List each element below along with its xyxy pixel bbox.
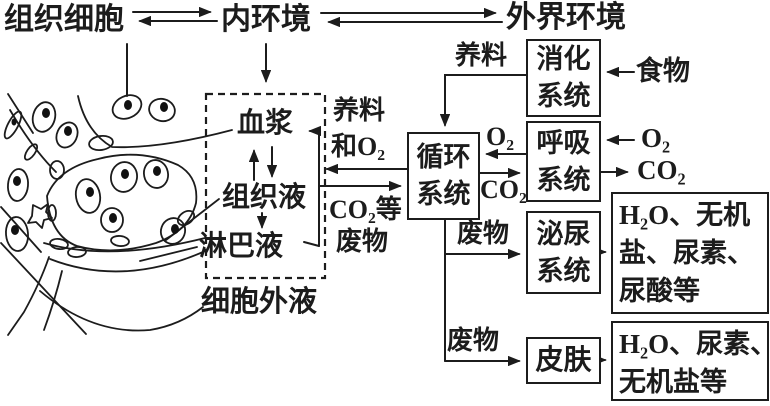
- cell-nucleus: [109, 213, 117, 223]
- small-oval: [67, 246, 87, 258]
- vessel-line: [43, 237, 206, 253]
- cell-nucleus: [11, 225, 19, 235]
- cell-nucleus: [64, 126, 72, 136]
- tissue-stroke: [0, 206, 42, 253]
- cell-nucleus: [86, 187, 94, 197]
- tissue-stroke: [0, 242, 87, 335]
- circulatory-line1: 循环: [416, 142, 471, 172]
- cell: [55, 121, 79, 149]
- arrow-nutrients-digestive-to-circulatory: [439, 74, 527, 127]
- cell-nucleus: [42, 108, 50, 118]
- leader-line-lymph: [139, 246, 198, 262]
- tissue-illustration: [0, 93, 233, 336]
- label-external-env: 外界环境: [506, 1, 626, 34]
- label-lymph: 淋巴液: [199, 231, 284, 262]
- skin-label: 皮肤: [535, 345, 592, 376]
- circulatory-system-box: 循环 系统: [407, 132, 480, 220]
- label-co2-waste-line2: 废物: [336, 227, 389, 256]
- digestive-line2: 系统: [536, 81, 591, 111]
- vessel-line: [39, 290, 204, 332]
- label-o2-to-circulatory: O₂: [486, 122, 515, 151]
- circulatory-line2: 系统: [416, 179, 471, 209]
- small-oval: [110, 235, 130, 247]
- small-oval: [23, 143, 39, 161]
- label-waste-to-skin: 废物: [447, 326, 500, 355]
- skin-output-line2: 无机盐等: [619, 367, 727, 397]
- respiratory-line2: 系统: [536, 164, 591, 195]
- cell-nucleus: [153, 166, 161, 176]
- respiratory-system-box: 呼吸 系统: [526, 121, 601, 202]
- small-oval: [88, 134, 114, 152]
- vessel-line-to-plasma: [77, 95, 233, 149]
- digestive-line1: 消化: [536, 44, 591, 74]
- digestive-system-box: 消化 系统: [526, 39, 601, 117]
- cell-nucleus: [11, 118, 17, 126]
- urinary-system-box: 泌尿 系统: [526, 211, 601, 294]
- cell: [100, 207, 124, 233]
- label-nutrients-o2-line2: 和O₂: [331, 132, 386, 161]
- urinary-output-line2: 盐、尿素、: [619, 238, 754, 268]
- label-plasma: 血浆: [237, 108, 294, 139]
- label-o2-in: O₂: [641, 123, 671, 153]
- bracket-hook-lymph: [303, 241, 320, 247]
- top-exchange-arrows: [126, 6, 503, 97]
- urinary-output-line3: 尿酸等: [619, 276, 700, 306]
- cell: [3, 110, 23, 140]
- cell: [143, 159, 169, 189]
- urinary-line1: 泌尿: [536, 218, 591, 249]
- label-tissue-fluid: 组织液: [222, 182, 307, 213]
- cell-nucleus: [171, 224, 179, 234]
- cell: [148, 97, 176, 123]
- small-oval: [49, 160, 65, 180]
- label-internal-env: 内环境: [221, 3, 311, 36]
- cell-nucleus: [13, 176, 21, 186]
- label-nutrients-o2-line1: 养料: [333, 96, 386, 125]
- urinary-output-box: H₂O、无机 盐、尿素、 尿酸等: [611, 192, 769, 314]
- label-waste-to-urinary: 废物: [457, 219, 510, 248]
- label-food: 食物: [636, 56, 690, 86]
- label-co2-to-respiratory: CO₂: [480, 175, 527, 204]
- cell: [7, 168, 29, 202]
- cell: [110, 161, 138, 193]
- cell: [111, 94, 143, 120]
- cell-nucleus: [121, 169, 129, 179]
- urinary-output-line1: H₂O、无机: [619, 200, 751, 230]
- cell: [5, 216, 29, 252]
- cell-nucleus: [124, 100, 132, 110]
- label-co2-out: CO₂: [637, 155, 686, 185]
- skin-output-box: H₂O、尿素、 无机盐等: [611, 321, 770, 401]
- cell: [74, 178, 102, 214]
- respiratory-line1: 呼吸: [536, 127, 591, 158]
- vessel-tail: [7, 256, 50, 336]
- skin-box: 皮肤: [526, 337, 601, 384]
- label-co2-waste-line1: CO₂等: [329, 195, 402, 224]
- label-nutrients: 养料: [455, 41, 508, 70]
- fluid-exchange-arrows: [248, 125, 322, 247]
- label-tissue-cells: 组织细胞: [4, 3, 124, 36]
- small-oval: [49, 237, 69, 251]
- vessel-line: [49, 251, 204, 273]
- waste-arrows: [444, 219, 607, 367]
- cell-cluster-outline: [46, 153, 198, 252]
- small-oval: [176, 209, 196, 227]
- cell-nucleus: [160, 102, 168, 112]
- circulatory-exchange-arrows: [318, 163, 408, 192]
- skin-output-line1: H₂O、尿素、: [619, 329, 770, 359]
- urinary-line2: 系统: [536, 255, 591, 286]
- cell: [31, 101, 57, 133]
- label-extracellular-fluid-caption: 细胞外液: [201, 286, 318, 318]
- amoeboid-cell: [27, 203, 53, 229]
